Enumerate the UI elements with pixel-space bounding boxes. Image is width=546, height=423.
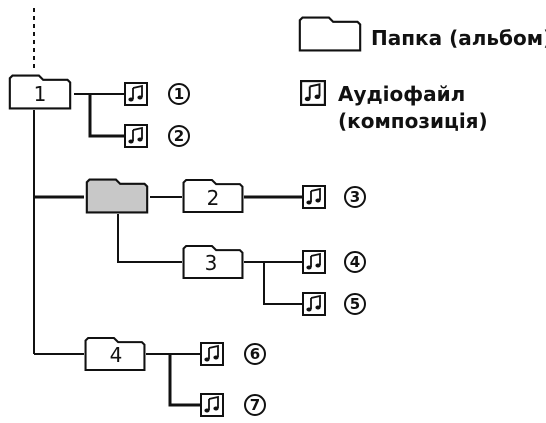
music-note-icon [124,82,148,106]
track-5: 5 [302,292,366,316]
music-note-icon [200,342,224,366]
folder-4-label: 4 [110,343,123,367]
folder-icon [298,16,362,52]
track-4-number: 4 [350,253,360,271]
branch-grey-f3 [117,214,182,263]
circled-number-icon [244,343,266,365]
music-note-icon [302,185,326,209]
music-note-icon [300,80,326,106]
music-note-icon [302,250,326,274]
folder-icon [85,178,149,214]
legend-audio-label-line2: (композиція) [338,109,488,133]
track-6-number: 6 [250,345,260,363]
track-6: 6 [200,342,266,366]
folder-3-label: 3 [205,251,218,275]
circled-number-icon [344,186,366,208]
branch-f1-t2 [88,94,124,138]
track-5-number: 5 [350,295,360,313]
track-2-number: 2 [174,127,184,145]
circled-number-icon [168,125,190,147]
track-7-number: 7 [250,396,260,414]
music-note-icon [124,124,148,148]
circled-number-icon [344,251,366,273]
circled-number-icon [168,83,190,105]
track-7: 7 [200,393,266,417]
folder-2-label: 2 [207,186,220,210]
circled-number-icon [344,293,366,315]
legend-folder: Папка (альбом) [298,16,546,52]
legend-folder-label: Папка (альбом) [371,26,546,50]
track-2: 2 [124,124,190,148]
tree-lines [33,8,302,407]
folder-3: 3 [182,244,244,280]
track-1: 1 [124,82,190,106]
folder-4: 4 [84,336,146,372]
folder-1: 1 [8,74,72,110]
track-4: 4 [302,250,366,274]
folder-current [85,178,149,214]
track-3-number: 3 [350,188,360,206]
track-1-number: 1 [174,85,184,103]
branch-f3-t5 [263,262,302,305]
legend: Папка (альбом) Аудіофайл (композиція) [298,16,546,133]
circled-number-icon [244,394,266,416]
folder-1-label: 1 [34,82,47,106]
music-note-icon [302,292,326,316]
legend-audio: Аудіофайл (композиція) [300,80,488,133]
branch-f4-t7 [168,354,200,407]
legend-audio-label-line1: Аудіофайл [338,82,465,106]
music-note-icon [200,393,224,417]
folder-2: 2 [182,178,244,214]
track-3: 3 [302,185,366,209]
